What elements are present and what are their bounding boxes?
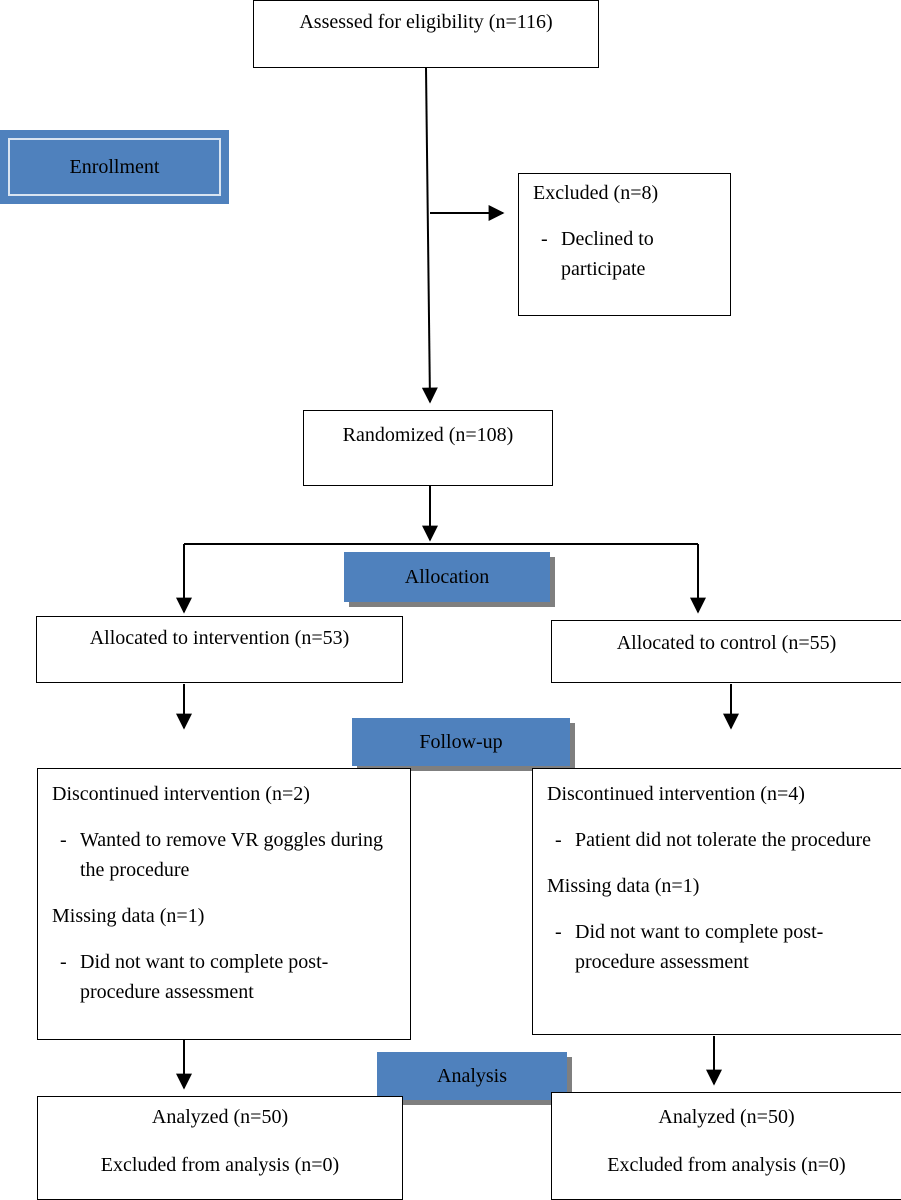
allocated-control-text: Allocated to control (n=55)	[616, 632, 837, 654]
analysis-control-analyzed: Analyzed (n=50)	[658, 1106, 795, 1128]
stage-allocation: Allocation	[344, 552, 550, 602]
followup-intervention-missing-reason-item: - Did not want to complete post-procedur…	[52, 947, 400, 1007]
assessed-text: Assessed for eligibility (n=116)	[299, 11, 553, 33]
analysis-intervention-analyzed: Analyzed (n=50)	[151, 1106, 289, 1128]
randomized-text: Randomized (n=108)	[342, 424, 514, 446]
stage-analysis: Analysis	[377, 1052, 567, 1100]
followup-control-box: Discontinued intervention (n=4) - Patien…	[532, 768, 901, 1035]
stage-enrollment: Enrollment	[0, 130, 229, 204]
bullet-dash: -	[60, 951, 67, 973]
followup-intervention-discontinued-reason: Wanted to remove VR goggles during the p…	[80, 829, 383, 881]
analysis-intervention-excluded: Excluded from analysis (n=0)	[100, 1154, 340, 1176]
allocated-control-box: Allocated to control (n=55)	[551, 620, 901, 683]
excluded-box: Excluded (n=8) - Declined to participate	[518, 173, 731, 316]
followup-control-missing-reason-item: - Did not want to complete post-procedur…	[547, 917, 891, 977]
randomized-box: Randomized (n=108)	[303, 410, 553, 486]
bullet-dash: -	[541, 228, 548, 250]
analysis-control-box: Analyzed (n=50) Excluded from analysis (…	[551, 1092, 901, 1200]
followup-intervention-discontinued: Discontinued intervention (n=2)	[52, 783, 310, 805]
arrow-assessed-to-randomized	[421, 67, 438, 404]
followup-control-missing-reason: Did not want to complete post-procedure …	[575, 921, 824, 973]
analysis-intervention-box: Analyzed (n=50) Excluded from analysis (…	[37, 1096, 403, 1200]
excluded-reason-item: - Declined to participate	[533, 224, 730, 284]
followup-intervention-missing: Missing data (n=1)	[52, 905, 205, 927]
excluded-reason: Declined to participate	[561, 228, 654, 280]
assessed-box: Assessed for eligibility (n=116)	[253, 0, 599, 68]
followup-intervention-discontinued-reason-item: - Wanted to remove VR goggles during the…	[52, 825, 400, 885]
allocated-intervention-text: Allocated to intervention (n=53)	[89, 627, 350, 649]
followup-intervention-missing-reason: Did not want to complete post-procedure …	[80, 951, 329, 1003]
excluded-title: Excluded (n=8)	[533, 182, 659, 204]
followup-control-discontinued-reason-item: - Patient did not tolerate the procedure	[547, 825, 891, 855]
stage-enrollment-label: Enrollment	[69, 155, 160, 178]
stage-follow-up: Follow-up	[352, 718, 570, 766]
followup-control-missing: Missing data (n=1)	[547, 875, 700, 897]
stage-allocation-label: Allocation	[404, 565, 490, 588]
stage-follow-up-label: Follow-up	[419, 730, 503, 753]
bullet-dash: -	[555, 829, 562, 851]
analysis-control-excluded: Excluded from analysis (n=0)	[607, 1154, 846, 1176]
followup-intervention-box: Discontinued intervention (n=2) - Wanted…	[37, 768, 411, 1040]
followup-control-discontinued-reason: Patient did not tolerate the procedure	[575, 829, 872, 851]
followup-control-discontinued: Discontinued intervention (n=4)	[547, 783, 805, 805]
allocated-intervention-box: Allocated to intervention (n=53)	[36, 616, 403, 683]
bullet-dash: -	[60, 829, 67, 851]
bullet-dash: -	[555, 921, 562, 943]
stage-analysis-label: Analysis	[437, 1064, 507, 1087]
